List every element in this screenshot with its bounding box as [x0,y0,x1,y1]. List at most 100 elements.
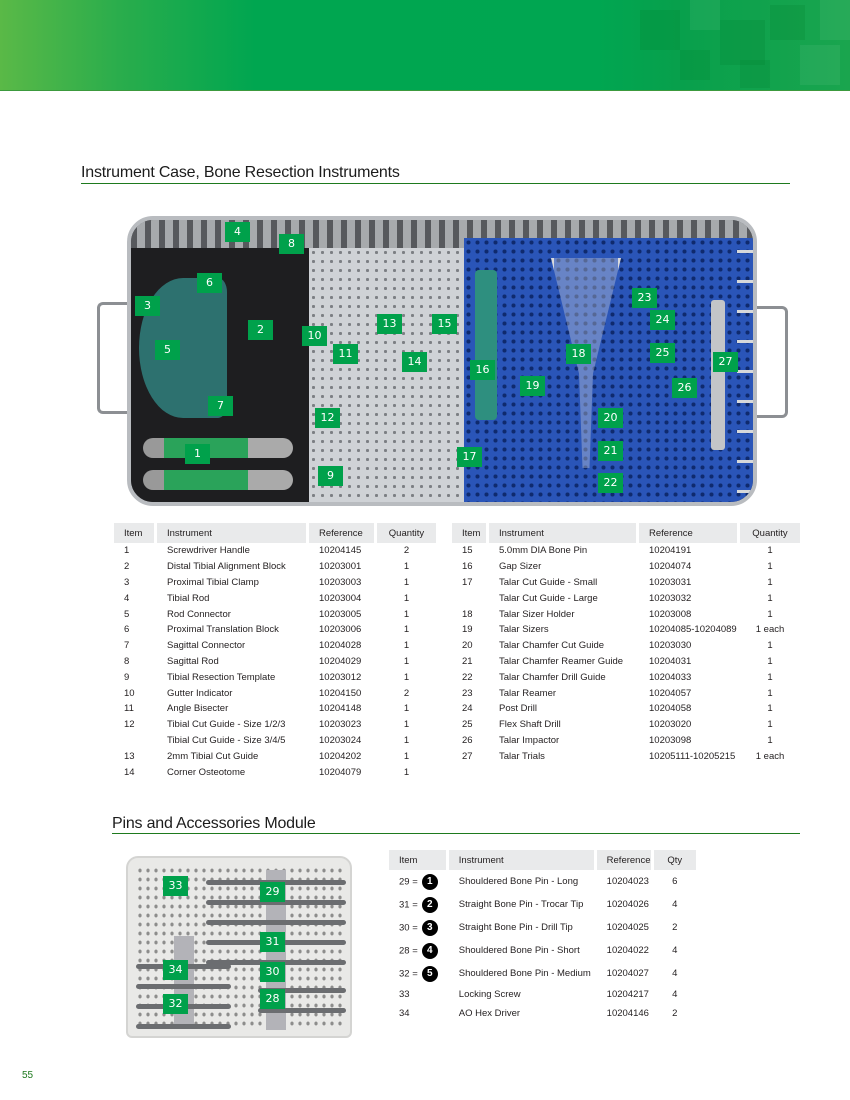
cell-item-text: 28 = [399,945,418,957]
cell-item: 25 [452,717,489,733]
cell-reference-text: 10204029 [319,655,362,667]
cell-reference-text: 10204028 [319,640,362,652]
cell-reference-text: 10204033 [649,671,692,683]
cell-reference-text: 10203003 [319,576,362,588]
cell-reference-text: 10204217 [606,989,649,1000]
cell-item: 15 [452,543,489,559]
cell-instrument-text: Talar Cut Guide - Small [499,576,598,588]
cell-item [452,590,489,606]
cell-item: 24 [452,701,489,717]
cell-reference: 10204031 [639,654,740,670]
col-header-item: Item [452,523,489,543]
cell-quantity: 1 [740,575,800,591]
cell-reference: 10204191 [639,543,740,559]
case-tray [127,216,757,506]
cell-reference: 10204217 [597,985,654,1004]
cell-quantity: 1 [740,669,800,685]
callout-15: 15 [432,314,457,334]
cell-instrument: Talar Reamer [489,685,639,701]
cell-reference: 10204027 [597,962,654,985]
cell-instrument-text: Tibial Resection Template [167,671,276,683]
cell-reference: 10204023 [597,870,654,893]
callout-5: 5 [155,340,180,360]
cell-quantity-text: 2 [403,687,410,699]
cell-reference-text: 10204146 [606,1008,649,1019]
cell-item: 18 [452,606,489,622]
cell-instrument: Tibial Rod [157,590,309,606]
cell-quantity-text: 1 [403,655,410,667]
cell-reference: 10205111-10205215 [639,748,740,764]
cell-instrument: Sagittal Rod [157,654,309,670]
cell-reference-text: 10203098 [649,734,692,746]
cell-item-text: 1 [124,545,130,557]
cell-reference: 10203001 [309,559,377,575]
cell-reference-text: 10204191 [649,545,692,557]
cell-instrument-text: 5.0mm DIA Bone Pin [499,545,588,557]
cell-instrument-text: Talar Chamfer Drill Guide [499,671,606,683]
cell-reference-text: 10204085-10204089 [649,624,737,636]
cell-instrument-text: Shouldered Bone Pin - Short [458,945,580,956]
cell-item-text: 5 [124,608,130,620]
screwdriver-image [143,438,293,458]
cell-quantity-text: 1 [403,734,410,746]
cell-reference: 10203003 [309,575,377,591]
cell-reference: 10204085-10204089 [639,622,740,638]
cell-reference-text: 10204145 [319,545,362,557]
cell-instrument-text: Sagittal Connector [167,640,246,652]
cell-reference: 10203008 [639,606,740,622]
callout-7: 7 [208,396,233,416]
cell-item-text: 20 [462,640,473,652]
callout-9: 9 [318,466,343,486]
table-header-row: Item Instrument Reference Quantity [452,523,800,543]
callout-30: 30 [260,962,285,982]
cell-quantity: 1 [740,606,800,622]
cell-quantity-text: 1 [767,671,773,683]
cell-item: 10 [114,685,157,701]
cell-item-text: 30 = [399,922,418,934]
cell-item [114,733,157,749]
cell-reference: 10204146 [597,1004,654,1023]
cell-item-text: 32 = [399,968,418,980]
cell-reference: 10204079 [309,764,377,780]
cell-instrument: Tibial Cut Guide - Size 3/4/5 [157,733,309,749]
cell-quantity: 1 [377,654,436,670]
cell-item-text: 3 [124,576,130,588]
section-divider [81,183,790,184]
case-handle-left [97,302,131,414]
talar-impactor-image [711,300,725,450]
cell-quantity: 1 [377,622,436,638]
cell-quantity-text: 2 [672,1008,678,1019]
cell-reference: 10204029 [309,654,377,670]
section-divider [112,833,800,834]
cell-reference-text: 10203008 [649,608,692,620]
cell-quantity-text: 1 [403,766,410,778]
callout-17: 17 [457,447,482,467]
cell-item: 8 [114,654,157,670]
cell-instrument-text: Talar Chamfer Cut Guide [499,640,605,652]
cell-quantity: 2 [654,916,697,939]
cell-instrument-text: Talar Chamfer Reamer Guide [499,655,624,667]
cell-item-text: 14 [124,766,135,778]
cell-reference-text: 10204074 [649,561,692,573]
cell-instrument-text: Proximal Translation Block [167,624,279,636]
cell-item: 13 [114,748,157,764]
cell-instrument: Rod Connector [157,606,309,622]
cell-instrument: Shouldered Bone Pin - Long [449,870,597,893]
cell-quantity: 1 [377,701,436,717]
cell-item-text: 10 [124,687,135,699]
cell-quantity-text: 4 [672,945,678,956]
cell-item-text: 22 [462,671,473,683]
cell-reference: 10204145 [309,543,377,559]
cell-instrument: Talar Sizer Holder [489,606,639,622]
cell-quantity-text: 4 [672,968,678,979]
callout-31: 31 [260,932,285,952]
